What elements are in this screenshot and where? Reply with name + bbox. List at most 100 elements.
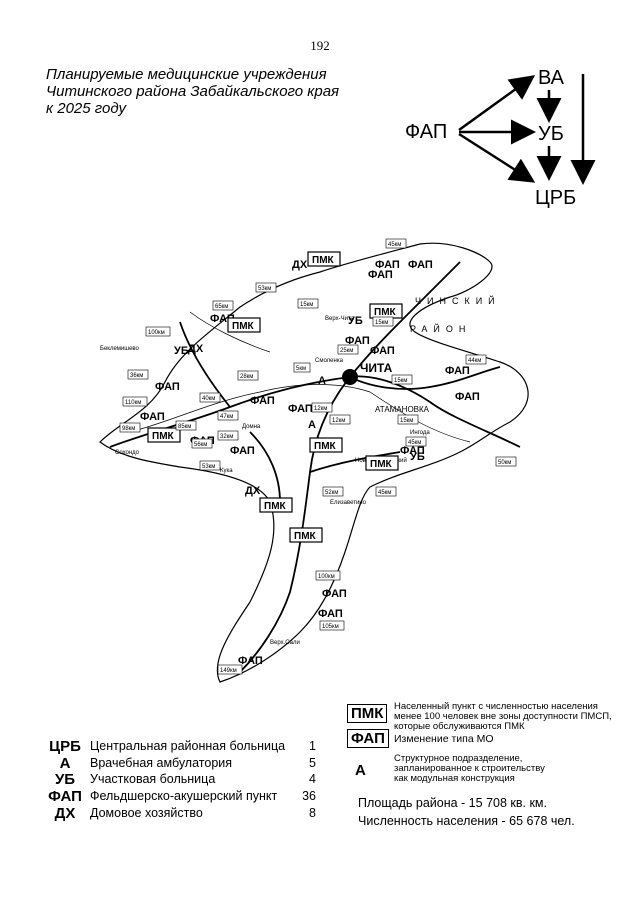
map-ub-2: УБ <box>348 315 363 327</box>
map-ub-3: УБ <box>410 451 425 463</box>
legend-abbr: ФАП <box>48 788 82 805</box>
map-ub-1: УБ <box>174 345 189 357</box>
map-fap-18: ФАП <box>238 655 263 667</box>
pmk-desc-line-1: Населенный пункт с численностью населени… <box>394 701 598 712</box>
map-fap-7: ФАП <box>250 395 275 407</box>
distance-label-box <box>391 374 413 385</box>
distance-label-box <box>199 460 221 471</box>
facility-symbols: ФАП ФАП ФАП ДХ ФАП ФАП ФАП ФАП ФАП ФАП Ф… <box>140 259 480 667</box>
distance-label: 47км <box>220 414 233 420</box>
map-pmk-1: ПМК <box>312 255 335 266</box>
symbol-a-letter: А <box>355 762 366 779</box>
map-pmk-8: ПМК <box>294 531 317 542</box>
map-fap-13: ФАП <box>445 365 470 377</box>
distance-label: 15км <box>394 378 407 384</box>
label-region-2: РАЙОН <box>410 323 471 334</box>
label-domna: Домна <box>242 424 261 430</box>
distance-label: 56км <box>194 442 207 448</box>
distance-label-box <box>315 570 341 581</box>
title-line-3: к 2025 году <box>46 100 126 117</box>
distance-label-box <box>337 344 359 355</box>
flow-ub: УБ <box>538 123 564 145</box>
distance-label-box <box>199 392 221 403</box>
map-fap-5: ФАП <box>155 381 180 393</box>
legend-count: 36 <box>302 789 316 803</box>
distance-label-box <box>255 282 277 293</box>
distance-label-box <box>119 422 141 433</box>
distance-label: 45км <box>408 440 421 446</box>
label-beklemishevo: Беклемишево <box>100 346 140 352</box>
distance-label-box <box>385 238 407 249</box>
symbol-fap-description: Изменение типа МО <box>394 733 494 745</box>
distance-label: 12км <box>332 418 345 424</box>
map-fap-8: ФАП <box>288 403 313 415</box>
distance-label: 50км <box>498 460 511 466</box>
pmk-desc-line-2: менее 100 человек вне зоны доступности П… <box>394 711 612 722</box>
symbol-pmk-box: ПМК <box>347 704 388 723</box>
legend-name: Врачебная амбулатория <box>90 756 233 770</box>
map-fap-2: ФАП <box>408 259 433 271</box>
distance-label-box <box>372 316 394 327</box>
flow-va: ВА <box>538 67 565 89</box>
distance-label: 45км <box>388 242 401 248</box>
legend-abbr: А <box>59 755 71 772</box>
map-pmk-3: ПМК <box>232 321 255 332</box>
label-vershino: Верх-Чита <box>325 316 355 322</box>
map-pmk-5: ПМК <box>314 441 337 452</box>
map-fap-15: ФАП <box>400 445 425 457</box>
distance-label-box <box>405 436 427 447</box>
legend-count: 5 <box>309 756 316 770</box>
map-fap-16: ФАП <box>322 588 347 600</box>
map-fap-10: ФАП <box>230 445 255 457</box>
symbol-fap-box: ФАП <box>347 729 389 748</box>
a-desc-line-3: как модульная конструкция <box>394 773 515 784</box>
flow-crb: ЦРБ <box>535 187 576 209</box>
distance-label: 28км <box>240 374 253 380</box>
distance-label-box <box>495 456 517 467</box>
distance-label: 105км <box>322 624 339 630</box>
distance-label: 100км <box>318 574 335 580</box>
map-pmk-4: ПМК <box>152 431 175 442</box>
legend-count: 4 <box>309 772 316 786</box>
distance-label-box <box>319 620 345 631</box>
distance-label-box <box>237 370 259 381</box>
arrow-fap-va <box>458 75 536 132</box>
distance-label-box <box>145 326 171 337</box>
label-eliz: Елизаветино <box>330 500 367 506</box>
distance-label-box <box>217 410 239 421</box>
distance-label-box <box>375 486 397 497</box>
district-boundary <box>99 242 529 683</box>
distance-label: 149км <box>220 668 237 674</box>
label-verkh-sali: Верх.Сали <box>270 640 300 646</box>
upgrade-flow-diagram: ФАП ВА УБ ЦРБ <box>405 67 596 209</box>
flow-fap: ФАП <box>405 121 447 143</box>
title-line-2: Читинского района Забайкальского края <box>46 83 340 100</box>
distance-label: 15км <box>375 320 388 326</box>
distance-label: 15км <box>300 302 313 308</box>
distance-label: 45км <box>378 490 391 496</box>
map-title: Планируемые медицинские учреждения Читин… <box>46 66 366 117</box>
district-map: ЧИТА ЧИНСКИЙ РАЙОН АТАМАНОВКА Верх-Чита … <box>99 238 529 683</box>
map-dh-1: ДХ <box>292 259 308 271</box>
label-chita: ЧИТА <box>360 361 393 375</box>
label-atamanovka: АТАМАНОВКА <box>375 405 430 414</box>
legend-name: Участковая больница <box>90 772 216 786</box>
legend-name: Центральная районная больница <box>90 739 286 753</box>
distance-label: 15км <box>400 418 413 424</box>
distance-label-box <box>217 430 239 441</box>
a-desc-line-1: Структурное подразделение, <box>394 753 523 764</box>
distance-label: 5км <box>296 366 306 372</box>
distance-label-box <box>293 362 311 373</box>
map-fap-11: ФАП <box>345 335 370 347</box>
distance-label-box <box>322 486 344 497</box>
distance-label-box <box>397 414 419 425</box>
map-fap-14: ФАП <box>455 391 480 403</box>
distance-label-box <box>212 300 234 311</box>
title-line-1: Планируемые медицинские учреждения <box>46 66 327 83</box>
district-population: Численность населения - 65 678 чел. <box>358 814 575 828</box>
distance-label: 40км <box>202 396 215 402</box>
label-sokhondo: Сохондо <box>115 450 140 456</box>
legend-name: Домовое хозяйство <box>90 806 203 820</box>
distance-label: 100км <box>148 330 165 336</box>
page-number: 192 <box>310 38 330 53</box>
